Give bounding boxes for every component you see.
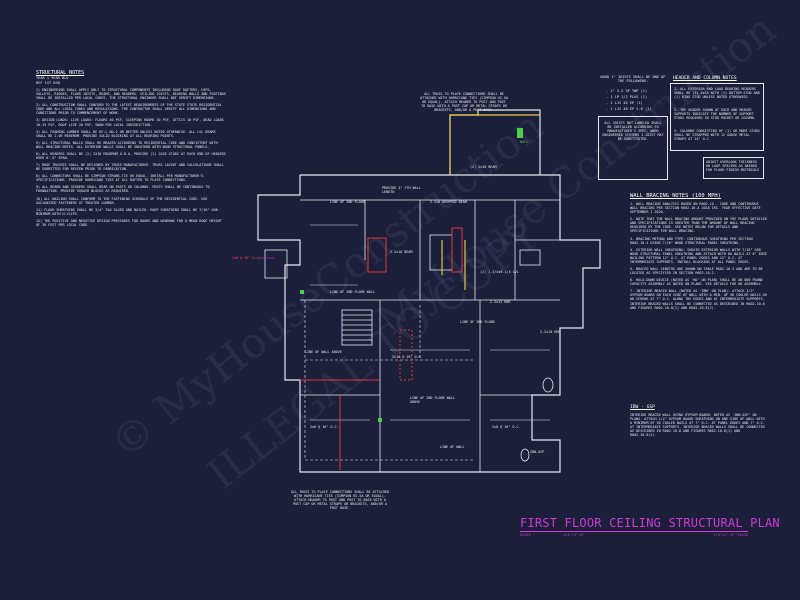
wall-bracing-note: 7. INTERIOR BRACED WALL (NOTED AS 'IBW' … [630,289,769,310]
garage-beam-label: (2) 2x10 BEAM [470,165,497,169]
structural-notes-subtitle-1: YEAR 1 YEAR BLD [36,76,69,80]
structural-note: 10) ALL NAILING SHALL CONFORM TO THE FAS… [36,196,210,205]
title-underline [520,531,748,532]
plan-label: LINE OF WALL [440,445,465,449]
joist-option-4: - 1 LJI 40 EP 2.8 (1) [606,107,652,111]
joist-option-2: - 1 LP 1/2 PLUS (1) [606,95,648,99]
plan-label: 2x6 @ 16" O.C. [310,425,339,429]
header-notes-box: 1. ALL EXTERIOR AND LOAD BEARING HEADERS… [670,83,764,151]
structural-note: 7) ROOF TRUSSES SHALL BE DESIGNED BY TRU… [36,163,226,172]
structural-note: 12) THE POSITIVE AND NEGATIVE DESIGN PRE… [36,218,224,227]
fireplace [264,249,288,279]
structural-note: 4) ALL FRAMING LUMBER SHALL BE DF-L NO.2… [36,129,218,138]
adjust-note: ADJUST OVERLOOK THICKNESS OR LOOP SPACIN… [706,160,760,173]
highlight-lines [441,110,540,290]
header-note-2: 2. THE HEADER SHOWN AT EACH AND HEADER S… [674,108,756,121]
wall-bracing-note: 2. NOTE THAT THE WALL BRACING AMOUNT PRO… [630,217,769,234]
joist-option-1: - 1" 2-2 3P TWP (1) [606,89,648,93]
scale-label: SCALE [520,533,531,537]
toilet [542,377,554,393]
adjust-note-box: ADJUST OVERLOOK THICKNESS OR LOOP SPACIN… [703,157,764,179]
header-note-3: 3. COLUMNS CONSISTING OF (1) OR MORE STU… [674,129,762,142]
wall-bracing-note: 5. BRACED WALL LENGTHS ARE SHOWN ON TABL… [630,267,765,276]
scale-value: 1/4"=1'-0" [563,533,585,537]
ibw-text: INTERIOR BRACED WALL USING GYPSUM BOARD:… [630,413,767,438]
vanity [519,249,541,266]
joist-note-box: ALL JOISTS NOT LABELED SHALL BE INSTALLE… [598,116,668,180]
structural-note: 11) FLOOR SHEATHING SHALL BE 3/4" T&G GL… [36,207,220,216]
wall-bracing-note: 1. WALL BRACING ANALYSIS BASED ON R602.1… [630,202,763,215]
stairs [341,309,373,346]
exterior-wall [257,174,601,473]
plan-label: 2-2x6 DROPPED BEAM [430,200,467,204]
wall-bracing-note: 3. BRACING METHOD AND TYPE: CONTINUOUS S… [630,236,755,245]
plan-label: 2x10 @ 16" O.C. [392,355,423,359]
joist-notes-title: WOOD 1" JOISTS SHALL BE ONE OF THE FOLLO… [600,75,668,84]
sheet-scale: 1/4"=1'-0" 24x36 [713,533,748,537]
plan-label: LINE OF 2ND FLOOR WALL [330,290,375,294]
structural-note: 6) ALL HEADERS SHALL BE (2) 2X10 MINIMUM… [36,151,228,161]
truss-note-bottom: ALL TRUSS TO PLATE CONNECTIONS SHALL BE … [291,490,392,511]
drawing-title: FIRST FLOOR CEILING STRUCTURAL PLAN [520,516,780,530]
plan-label: 2-2x12 HDR [490,300,511,304]
joist-box-text: ALL JOISTS NOT LABELED SHALL BE INSTALLE… [602,121,666,142]
plan-label: 2x8 @ 16" O.C. [492,425,521,429]
joist-option-3: - 1 LJI 40 EP (1) [606,101,643,105]
structural-notes-subtitle-2: REF 1ST DSN [36,81,60,85]
plan-label: 2-2x10 HDR [540,330,561,334]
scale-row: SCALE 1/4"=1'-0" 1/4"=1'-0" 24x36 [520,533,748,537]
structural-note: 9) ALL BEAMS AND GIRDERS SHALL BEAR ON P… [36,185,212,194]
header-notes-title: HEADER AND COLUMN NOTES [673,76,737,81]
wall-bracing-title: WALL BRACING NOTES (100 MPH) [630,193,721,199]
structural-note: 5) ALL STRUCTURAL WALLS SHALL BE BRACED … [36,140,220,149]
wall-bracing-body: 1. WALL BRACING ANALYSIS BASED ON R602.1… [630,202,768,313]
plan-label: 2x6 @ 16" O.C. [232,256,261,260]
header-note-1: 1. ALL EXTERIOR AND LOAD BEARING HEADERS… [674,87,762,100]
plan-label: IBW-GSP [530,450,545,454]
structural-note: 1) ENGINEERING SHALL APPLY ONLY TO STRUC… [36,88,228,101]
plan-label: (2) 1-3/4x9-1/4 LVL [480,270,519,274]
braced-wall-markers [300,227,463,470]
structural-note: 8) ALL CONNECTORS SHALL BE SIMPSON STRON… [36,174,206,183]
plan-label: LINE OF 2ND FLOOR [460,320,495,324]
plan-label: LINE OF 2ND FLOOR WALL ABOVE [410,396,457,405]
wall-bracing-note: 4. EXTERIOR WALL SHEATHING: SHEATH EXTER… [630,247,769,264]
wall-bracing-note: 6. HOLD-DOWN DEVICE (NOTED AS 'HD' ON PL… [630,278,765,287]
wall-label: WALL [520,140,529,144]
structural-notes-title: STRUCTURAL NOTES [36,70,85,76]
structural-notes-body: 1) ENGINEERING SHALL APPLY ONLY TO STRUC… [36,88,226,230]
structural-note: 2) ALL CONSTRUCTION SHALL CONFORM TO THE… [36,103,224,116]
line-of-2nd-floor [304,300,475,461]
plan-label: LINE OF 2ND FLOOR [330,200,365,204]
beam-markers [300,128,523,422]
joist-span-lines [310,224,550,421]
structural-note: 3) DESIGN LOADS: LIVE LOADS: FLOORS 40 P… [36,118,226,127]
ibw-title: IBW - GSP [630,405,655,410]
toilet-2 [520,448,530,462]
truss-note-top: ALL TRUSS TO PLATE CONNECTIONS SHALL BE … [420,92,510,113]
plan-label: PROVIDE 4" FTH WALL LENGTH [382,186,423,195]
beam-note: 2-2x10 BEAM [390,250,413,254]
kitchen-island [429,234,453,271]
plan-label: LINE OF WALL ABOVE [305,350,342,354]
